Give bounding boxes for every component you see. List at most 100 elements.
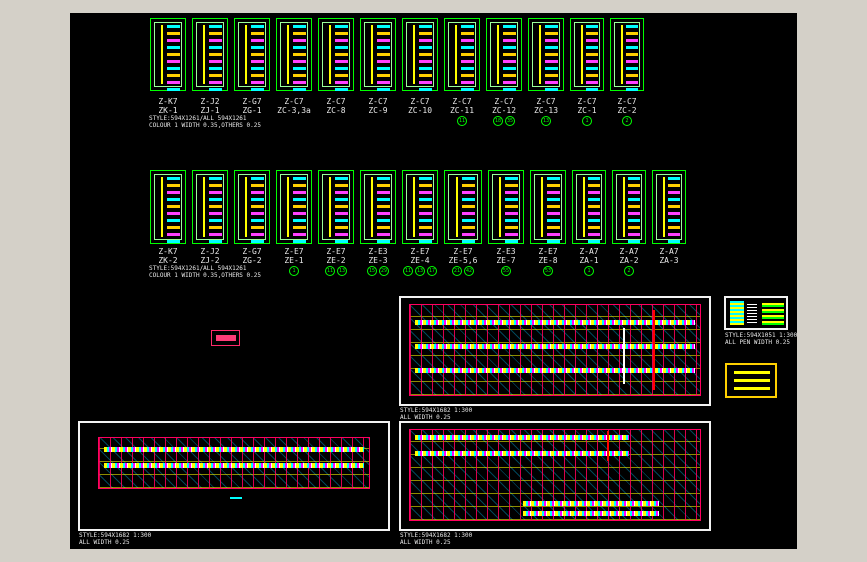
- drawing-sheet[interactable]: [444, 18, 480, 91]
- reference-mark: 11: [457, 116, 467, 126]
- reference-mark: 35: [505, 116, 515, 126]
- drawing-sheet[interactable]: [402, 18, 438, 91]
- reference-mark: 11: [403, 266, 413, 276]
- drawing-sheet[interactable]: [488, 170, 524, 244]
- reference-mark: 13: [541, 116, 551, 126]
- drawing-sheet[interactable]: [318, 170, 354, 244]
- legend-sheet[interactable]: [724, 296, 788, 330]
- drawing-sheet[interactable]: [234, 170, 270, 244]
- detail-key-sheet[interactable]: [725, 363, 777, 398]
- drawing-sheet[interactable]: [360, 18, 396, 91]
- reference-mark: 11: [325, 266, 335, 276]
- floor-plan-upper-right[interactable]: [399, 296, 711, 406]
- sheet-code-top: Z-E3: [496, 247, 516, 256]
- drawing-sheet[interactable]: [318, 18, 354, 91]
- drawing-sheet[interactable]: [192, 170, 228, 244]
- drawing-sheet[interactable]: [150, 170, 186, 244]
- drawing-sheet[interactable]: [530, 170, 566, 244]
- drawing-sheet[interactable]: [570, 18, 604, 91]
- sheet-code-top: Z-A7: [579, 247, 599, 256]
- sheet-marks: 13: [522, 115, 570, 126]
- drawing-sheet[interactable]: [234, 18, 270, 91]
- drawing-sheet[interactable]: [652, 170, 686, 244]
- drawing-sheet[interactable]: [572, 170, 606, 244]
- reference-mark: 21: [452, 266, 462, 276]
- sheet-code-bottom: ZA-1: [579, 256, 599, 265]
- drawing-sheet[interactable]: [276, 170, 312, 244]
- drawing-sheet[interactable]: [444, 170, 482, 244]
- sheet-code-bottom: ZE-2: [326, 256, 346, 265]
- sheet-code-top: Z-E7: [538, 247, 558, 256]
- drawing-sheet[interactable]: [610, 18, 644, 91]
- row2-style-note: STYLE:594X1261/ALL 594X1261: [149, 265, 247, 272]
- reference-mark: 13: [337, 266, 347, 276]
- sheet-code-top: Z-J2: [200, 97, 220, 106]
- drawing-sheet[interactable]: [486, 18, 522, 91]
- reference-mark: 13: [415, 266, 425, 276]
- sheet-marks: 1: [564, 115, 610, 126]
- sheet-code-bottom: ZC-9: [368, 106, 388, 115]
- floor-plan-lower-left[interactable]: [78, 421, 390, 531]
- drawing-sheet[interactable]: [360, 170, 396, 244]
- sheet-marks: 53: [524, 265, 572, 276]
- sheet-code-top: Z-J2: [200, 247, 220, 256]
- reference-mark: 55: [501, 266, 511, 276]
- sheet-code-top: Z-A7: [659, 247, 679, 256]
- floor-plan-lower-right[interactable]: [399, 421, 711, 531]
- reference-mark: 17: [427, 266, 437, 276]
- lower-right-style: STYLE:594X1682 1:300: [400, 532, 473, 539]
- sheet-code-top: Z-K7: [158, 97, 178, 106]
- reference-mark: 1: [584, 266, 594, 276]
- sheet-marks: 2: [606, 265, 652, 276]
- reference-mark: 1: [582, 116, 592, 126]
- sheet-code-top: Z-K7: [158, 247, 178, 256]
- lower-left-style: STYLE:594X1682 1:300: [79, 532, 152, 539]
- upper-right-pen: ALL WIDTH 0.25: [400, 414, 451, 421]
- upper-right-style: STYLE:594X1682 1:300: [400, 407, 473, 414]
- sheet-code-bottom: ZC-1: [577, 106, 597, 115]
- sheet-code-top: Z-C7: [368, 97, 388, 106]
- reference-mark: 53: [543, 266, 553, 276]
- sheet-code-top: Z-E7: [410, 247, 430, 256]
- sheet-code-top: Z-C7: [326, 97, 346, 106]
- drawing-sheet[interactable]: [192, 18, 228, 91]
- drawing-sheet[interactable]: [612, 170, 646, 244]
- drawing-sheet[interactable]: [276, 18, 312, 91]
- sheet-marks: 1: [270, 265, 318, 276]
- sheet-marks: 55: [482, 265, 530, 276]
- drawing-sheet[interactable]: [402, 170, 438, 244]
- drawing-sheet[interactable]: [150, 18, 186, 91]
- lower-left-pen: ALL WIDTH 0.25: [79, 539, 130, 546]
- sheet-code-top: Z-C7: [410, 97, 430, 106]
- sheet-code-top: Z-G7: [242, 247, 262, 256]
- sheet-code-top: Z-G7: [242, 97, 262, 106]
- sheet-code-top: Z-C7: [452, 97, 472, 106]
- row1-colour-note: COLOUR 1 WIDTH 0.35,OTHERS 0.25: [149, 122, 261, 129]
- reference-mark: 2: [624, 266, 634, 276]
- sheet-code-top: Z-C7: [494, 97, 514, 106]
- drawing-sheet[interactable]: [528, 18, 564, 91]
- sheet-code-bottom: ZA-2: [619, 256, 639, 265]
- title-block-swatch[interactable]: [211, 330, 240, 346]
- sheet-code-top: Z-C7: [536, 97, 556, 106]
